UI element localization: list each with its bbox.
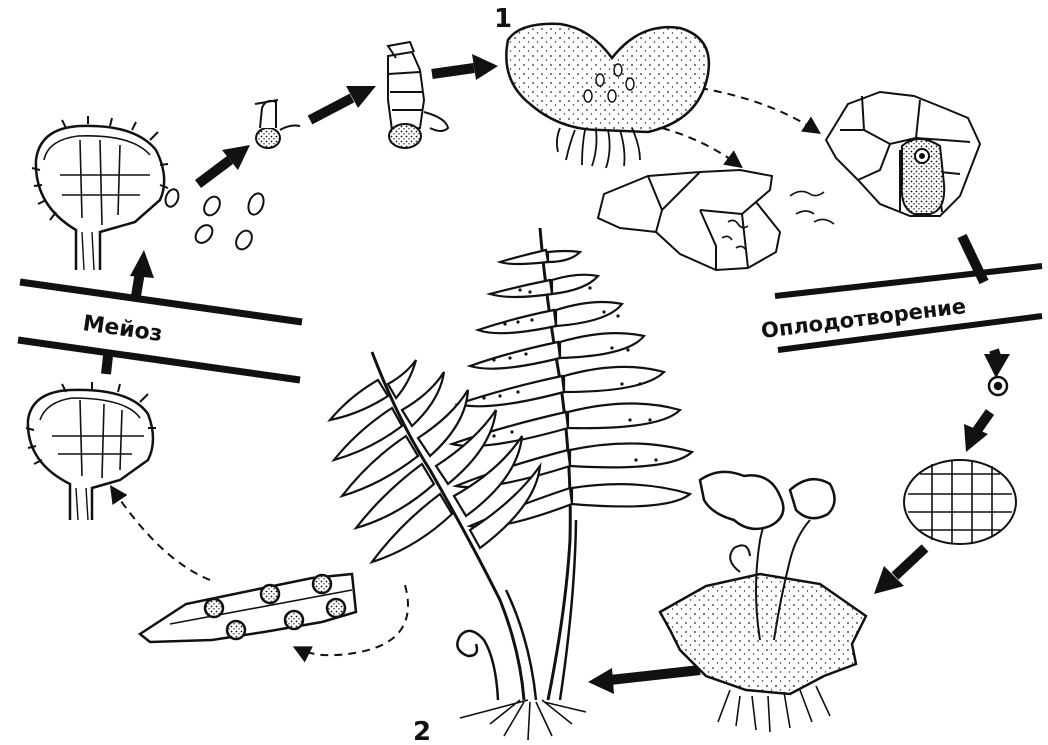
spores bbox=[163, 187, 266, 252]
arrow-meiosis-to-mature bbox=[130, 250, 154, 296]
archegonium bbox=[826, 92, 980, 216]
arrow-spores-to-germination bbox=[198, 145, 250, 184]
dashed-arrow-prothallus-to-archegonium bbox=[700, 88, 818, 132]
arrow-sporangium-to-meiosis bbox=[106, 356, 108, 374]
fertilization-label: Оплодотворение bbox=[760, 294, 968, 343]
young-sporophyte bbox=[660, 472, 866, 732]
protonema bbox=[388, 42, 448, 148]
arrow-germination-to-protonema bbox=[310, 86, 376, 120]
fern-roots bbox=[460, 700, 586, 740]
antheridium bbox=[598, 170, 834, 270]
meiosis-label: Мейоз bbox=[81, 311, 164, 347]
sporangium-young bbox=[26, 382, 156, 520]
fern-sporophyte bbox=[330, 228, 692, 740]
gametophyte-number-label: 1 bbox=[494, 4, 512, 34]
dashed-arrow-prothallus-to-antheridium bbox=[662, 128, 740, 166]
arrow-fertilization-to-zygote bbox=[984, 350, 1010, 378]
arrow-protonema-to-prothallus bbox=[432, 54, 498, 80]
meiosis-band: Мейоз bbox=[18, 282, 302, 380]
arrow-embryo-to-young-sporophyte bbox=[874, 548, 925, 594]
zygote bbox=[989, 377, 1007, 395]
arrow-zygote-to-embryo bbox=[964, 412, 990, 452]
fertilization-band: Оплодотворение bbox=[760, 266, 1042, 350]
prothallus bbox=[506, 24, 709, 168]
sporophyte-number-label: 2 bbox=[413, 717, 431, 745]
fiddlehead bbox=[457, 631, 498, 700]
germinating-spore bbox=[255, 100, 300, 148]
dashed-arrow-pinna-to-sporangium bbox=[112, 488, 210, 580]
pinna-with-sori bbox=[140, 574, 356, 642]
embryo bbox=[904, 460, 1016, 544]
arrow-young-to-adult bbox=[588, 668, 700, 694]
sporangium-mature bbox=[32, 116, 168, 270]
